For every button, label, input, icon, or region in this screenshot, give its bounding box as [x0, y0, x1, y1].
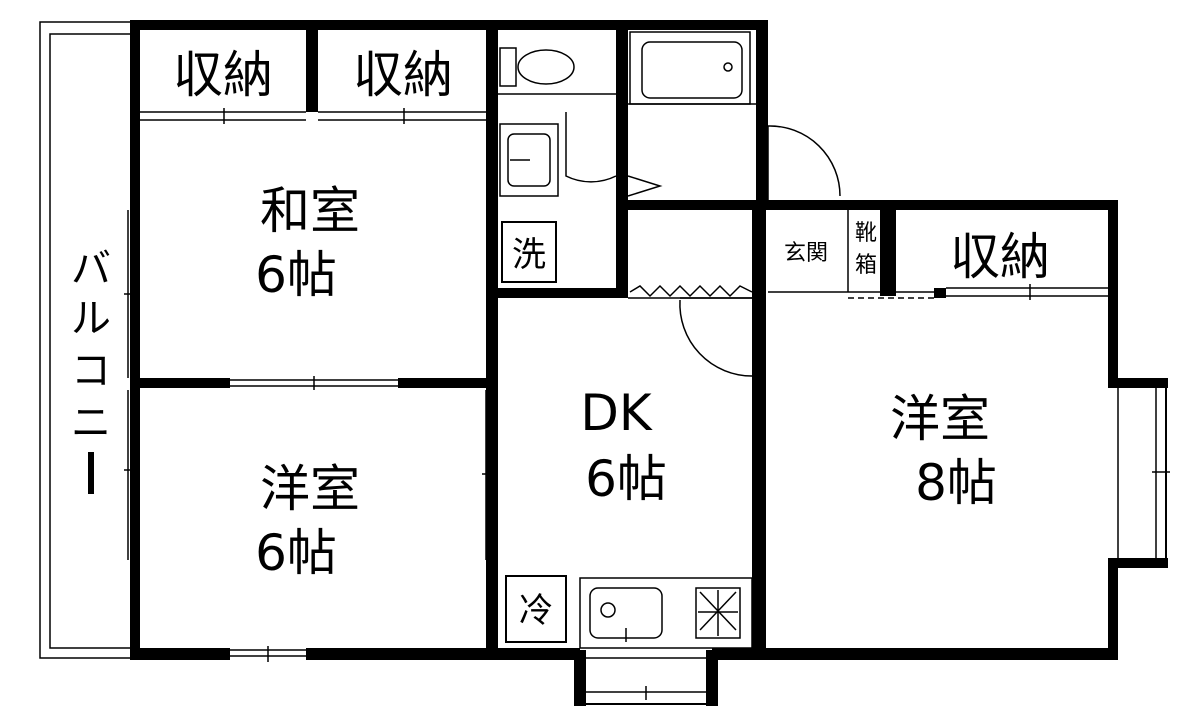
washitsu-name: 和室	[260, 182, 360, 240]
left-windows	[124, 210, 140, 560]
right-bay-window	[1108, 388, 1170, 558]
storage-label-3: 収納	[950, 228, 1050, 286]
storage-label-1: 収納	[173, 46, 273, 104]
bottom-window-left	[230, 646, 306, 662]
fridge-label: 冷	[519, 591, 553, 631]
balcony-char: ニ	[71, 400, 111, 446]
stove	[695, 587, 741, 639]
entrance-door	[767, 125, 841, 200]
interior-walls	[140, 28, 946, 706]
inner-sliding-doors	[230, 210, 498, 560]
toilet	[498, 47, 616, 95]
balcony-label: バ ル コ ニ	[71, 246, 111, 494]
toilet-door	[565, 112, 663, 197]
shoe-box-label-bottom: 箱	[855, 253, 877, 278]
youshitsu-left-size: 6帖	[255, 524, 337, 582]
washitsu-size: 6帖	[255, 246, 337, 304]
folding-door	[628, 284, 753, 299]
fridge-box	[505, 575, 567, 643]
balcony-char: ル	[71, 296, 111, 342]
right-storage-doors	[946, 284, 1108, 300]
storage-label-2: 収納	[353, 46, 453, 104]
youshitsu-left-name: 洋室	[260, 460, 360, 518]
kitchen-bay	[580, 650, 712, 705]
shoe-box-label-top: 靴	[855, 221, 877, 246]
balcony-long-vowel-mark	[88, 452, 94, 494]
dk-name: DK	[580, 384, 653, 442]
laundry-box	[501, 221, 557, 283]
entrance-label: 玄関	[784, 241, 828, 266]
dk-size: 6帖	[585, 450, 667, 508]
laundry-label: 洗	[512, 235, 546, 275]
wash-basin	[499, 123, 559, 197]
entrance-floor	[768, 210, 934, 299]
bathtub	[628, 31, 756, 105]
youshitsu-right-size: 8帖	[915, 454, 997, 512]
balcony-char: コ	[71, 348, 111, 394]
balcony-char: バ	[71, 246, 111, 292]
storage-doors	[140, 108, 486, 124]
dk-door	[679, 297, 753, 377]
youshitsu-right-name: 洋室	[890, 390, 990, 448]
kitchen-counter	[579, 577, 753, 649]
